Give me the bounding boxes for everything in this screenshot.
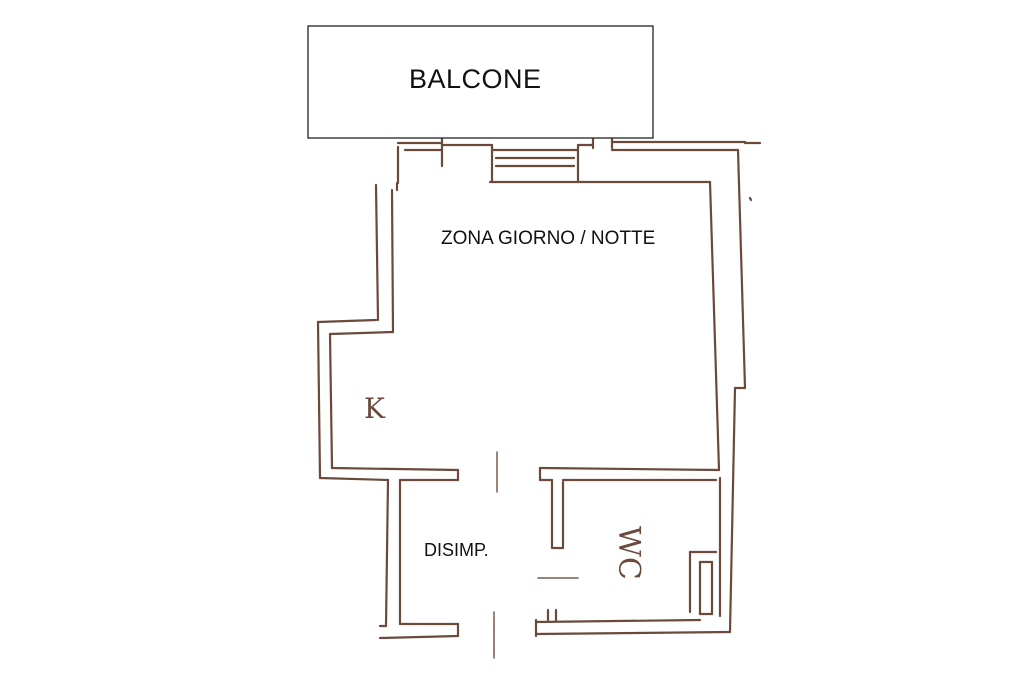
right-wall: [708, 148, 753, 634]
hallway-walls: [378, 478, 495, 659]
left-wall: [316, 183, 460, 482]
bathroom-walls: [534, 550, 732, 638]
living-area-label: ZONA GIORNO / NOTTE: [441, 228, 656, 249]
hallway-label: DISIMP.: [424, 540, 489, 560]
interior-walls: [496, 451, 721, 579]
balcony-label: BALCONE: [409, 64, 542, 94]
bathroom-label: WC: [611, 526, 646, 580]
kitchen-marker: K: [364, 392, 385, 425]
balcony-outline: [307, 25, 654, 139]
